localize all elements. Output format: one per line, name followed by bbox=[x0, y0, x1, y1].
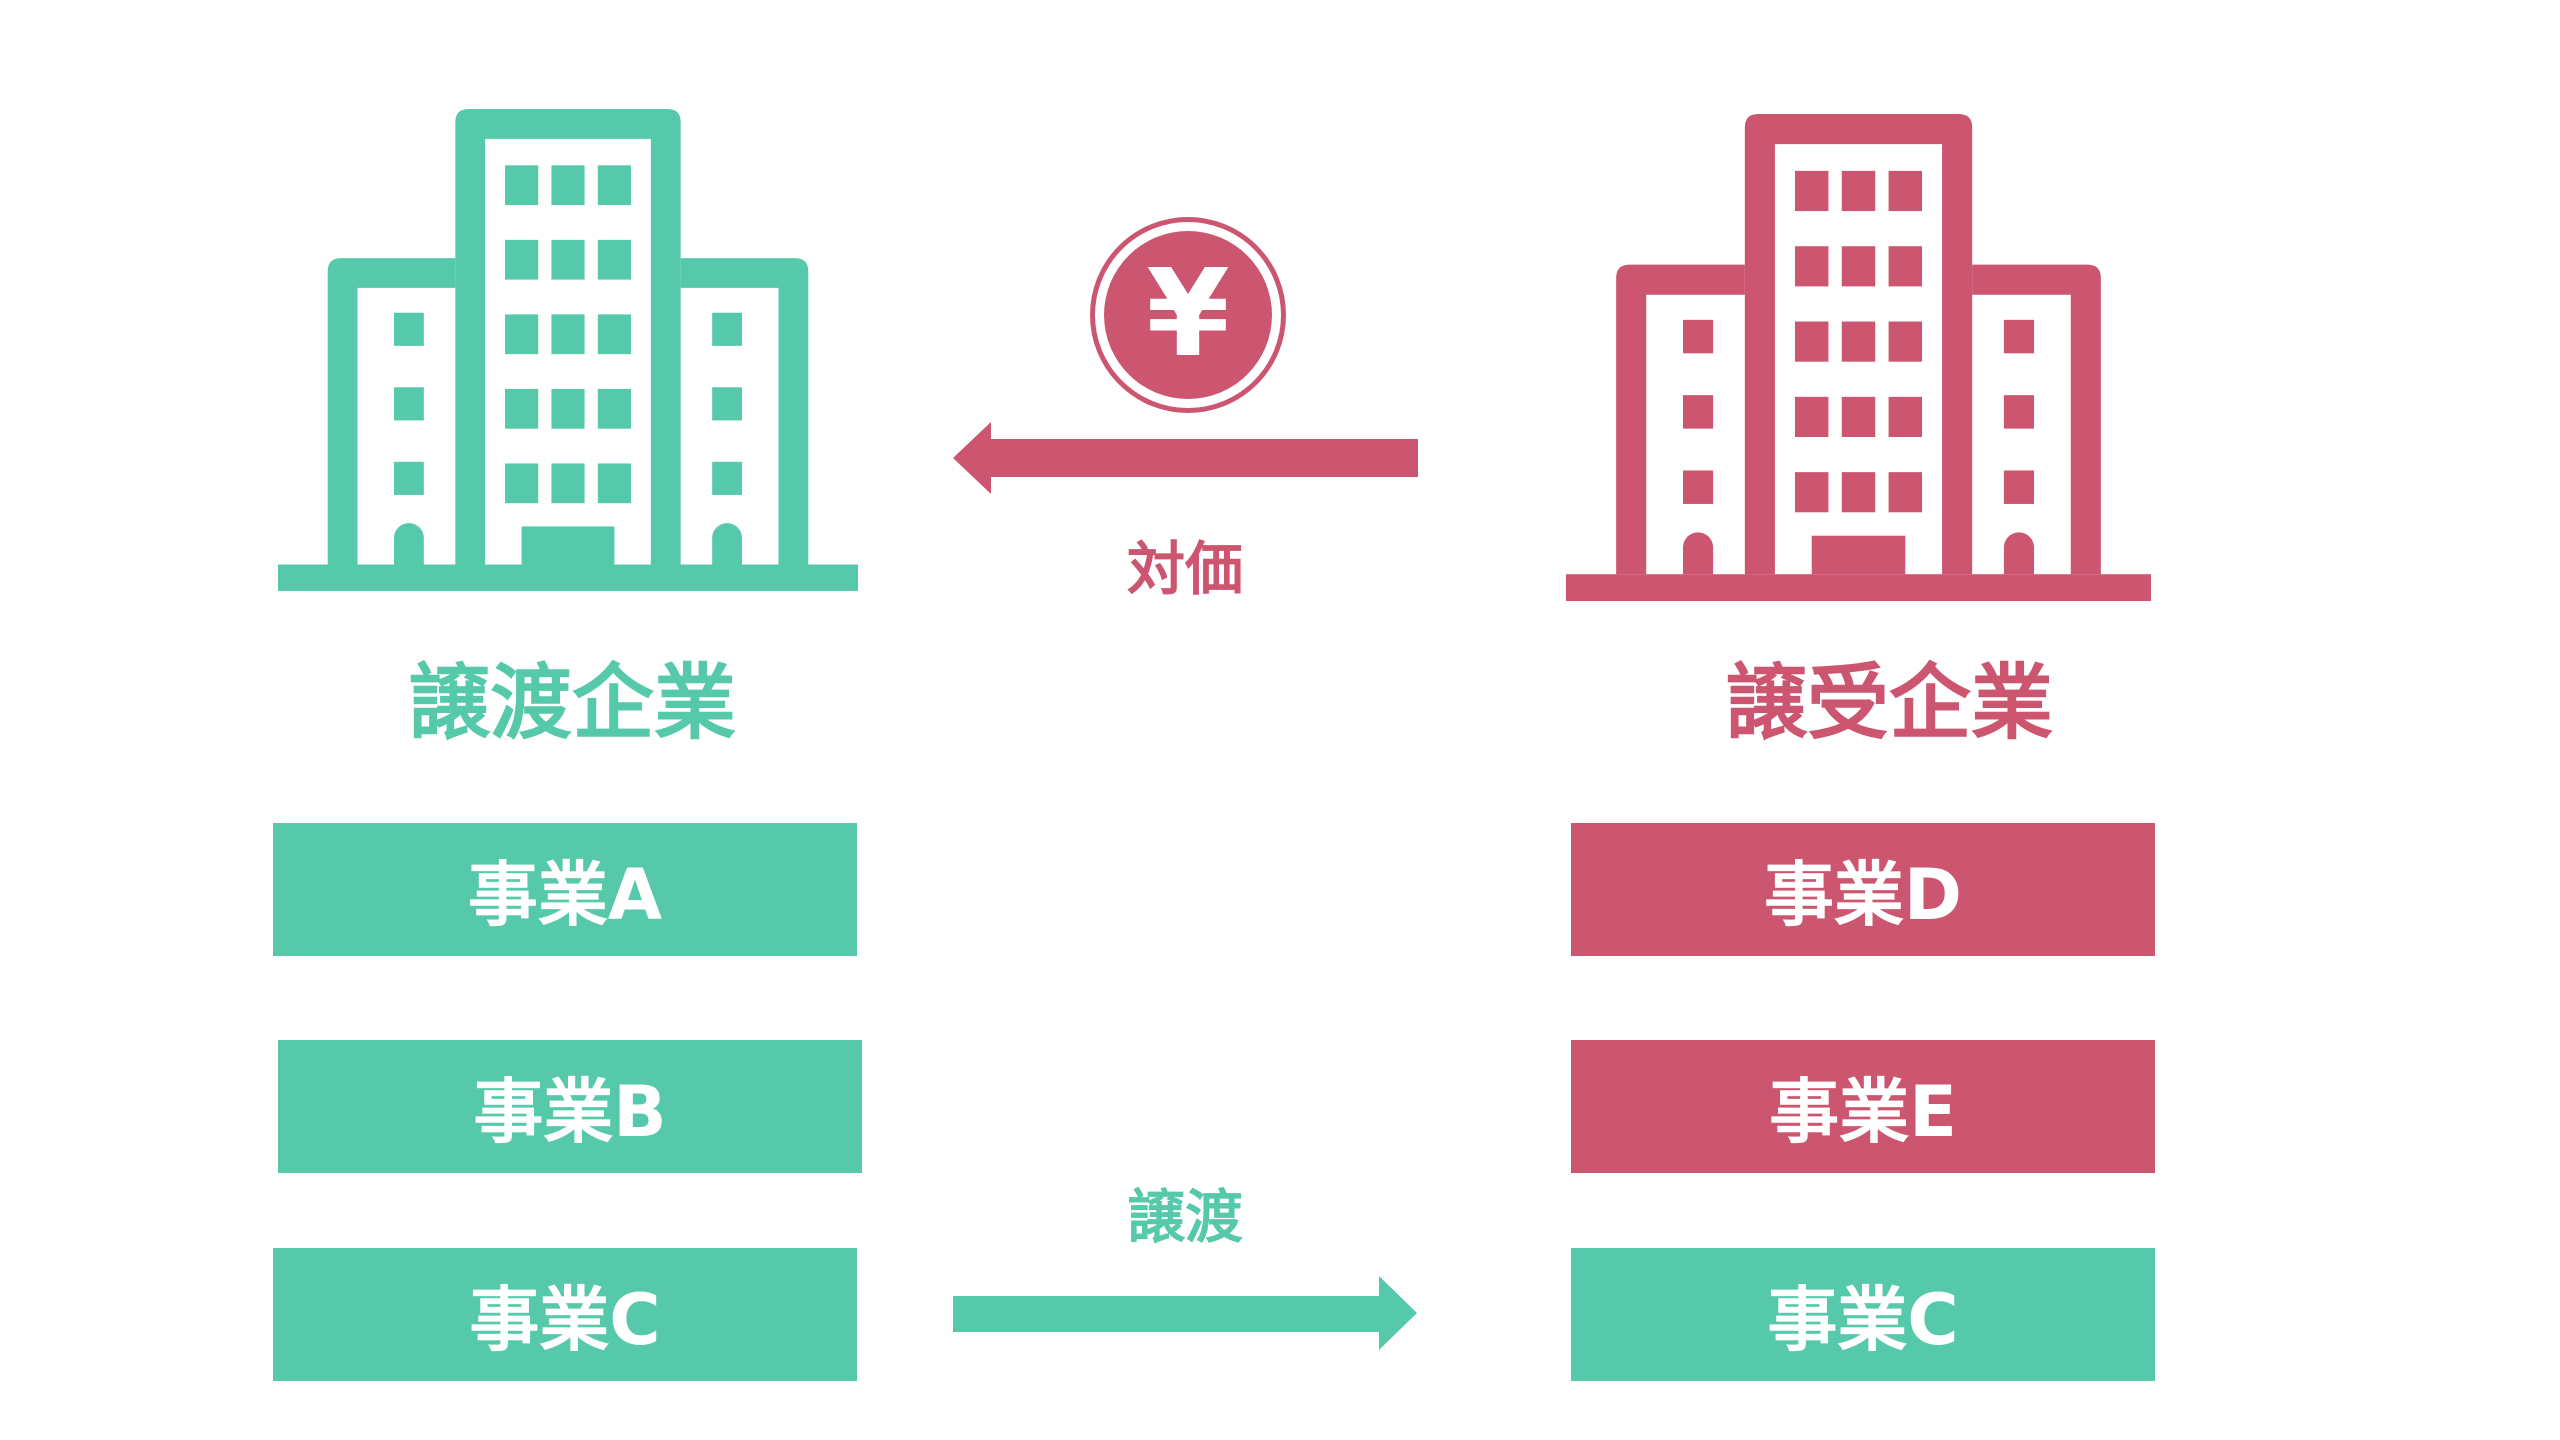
transferee-business-e: 事業E bbox=[1571, 1040, 2155, 1173]
transferee-business-d: 事業D bbox=[1571, 823, 2155, 956]
transferee-business-c: 事業C bbox=[1571, 1248, 2155, 1381]
transferor-business-a: 事業A bbox=[273, 823, 857, 956]
arrow-right-icon bbox=[953, 1276, 1417, 1350]
yen-coin-icon: ¥ bbox=[1090, 217, 1286, 413]
transferor-title: 譲渡企業 bbox=[407, 656, 736, 751]
transferor-business-b: 事業B bbox=[278, 1040, 862, 1173]
yen-symbol: ¥ bbox=[1104, 231, 1272, 399]
transferee-building-icon bbox=[1566, 114, 2151, 601]
transferee-title: 譲受企業 bbox=[1724, 656, 2053, 751]
transferor-business-c: 事業C bbox=[273, 1248, 857, 1381]
arrow-left-icon bbox=[953, 422, 1418, 494]
consideration-label: 対価 bbox=[1126, 535, 1243, 603]
transferor-building-icon bbox=[278, 109, 858, 591]
transfer-label: 譲渡 bbox=[1126, 1183, 1243, 1251]
